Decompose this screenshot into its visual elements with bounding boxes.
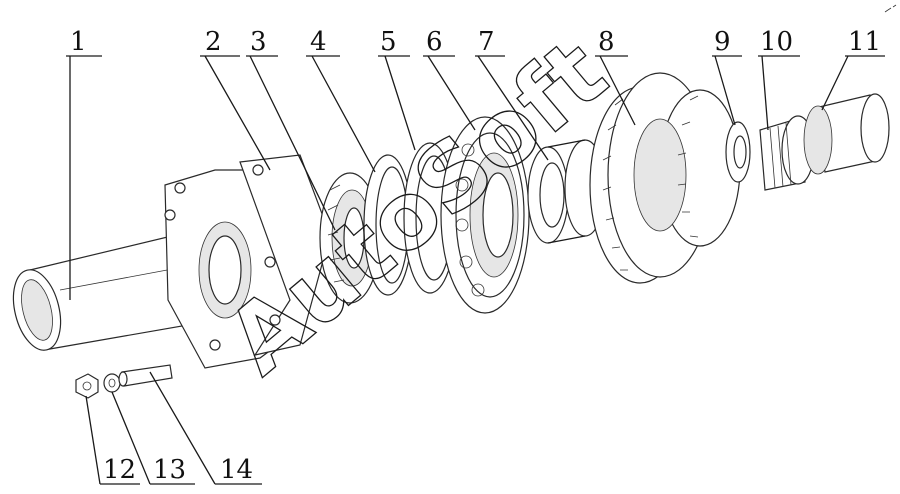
part-9-washer bbox=[725, 121, 751, 183]
part-12-nut bbox=[75, 373, 99, 399]
callout-11: 11 bbox=[848, 27, 881, 57]
callout-2: 2 bbox=[205, 27, 222, 57]
callout-13: 13 bbox=[153, 455, 186, 485]
callout-6: 6 bbox=[426, 27, 443, 57]
callout-9: 9 bbox=[714, 27, 731, 57]
corner-mark bbox=[884, 4, 897, 13]
callout-14: 14 bbox=[220, 455, 253, 485]
leader-lines bbox=[66, 55, 885, 485]
callout-8: 8 bbox=[598, 27, 615, 57]
part-4-spacer-ring bbox=[363, 154, 413, 296]
part-11-sleeve bbox=[803, 93, 890, 175]
part-6-ball-bearing bbox=[440, 116, 530, 314]
callout-4: 4 bbox=[310, 27, 327, 57]
callout-labels: 1 2 3 4 5 6 7 8 9 10 11 12 13 14 bbox=[70, 27, 881, 485]
callout-7: 7 bbox=[478, 27, 495, 57]
callout-5: 5 bbox=[380, 27, 397, 57]
callout-1: 1 bbox=[70, 27, 87, 57]
part-2-flange-housing bbox=[164, 154, 331, 369]
callout-10: 10 bbox=[760, 27, 793, 57]
part-14-stud bbox=[118, 364, 173, 387]
callout-3: 3 bbox=[250, 27, 267, 57]
part-13-lock-washer bbox=[103, 373, 121, 393]
callout-12: 12 bbox=[103, 455, 136, 485]
